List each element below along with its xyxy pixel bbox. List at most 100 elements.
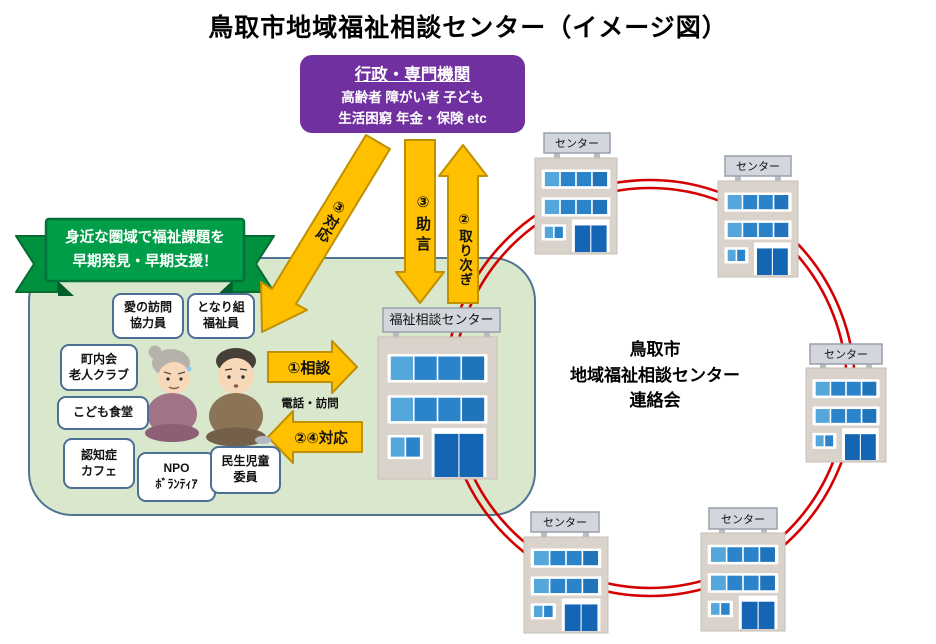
center-sign xyxy=(708,507,778,530)
window-pane xyxy=(727,575,743,591)
arrow-advice-down xyxy=(395,139,445,304)
window-pane xyxy=(592,172,608,187)
window-pane xyxy=(815,435,824,447)
center-sign-label: センター xyxy=(736,160,780,173)
window-pane xyxy=(544,226,554,239)
window-pane xyxy=(737,249,746,262)
government-box-title: 行政・専門機関 xyxy=(354,66,471,84)
arrow-label-consult: ①相談 xyxy=(287,360,331,377)
window-pane xyxy=(462,356,485,380)
window-pane xyxy=(583,578,598,594)
window-pane xyxy=(862,381,877,396)
center-sign xyxy=(724,155,792,177)
window-pane xyxy=(774,195,789,210)
window-pane xyxy=(566,551,582,566)
elderly-couple-illustration xyxy=(145,345,271,447)
window-pane xyxy=(462,397,485,422)
main-center-sign-label: 福祉相談センター xyxy=(389,312,494,327)
window-pane xyxy=(743,547,759,562)
community-group-box: となり組 福祉員 xyxy=(187,293,255,339)
center-building: センター xyxy=(700,507,786,632)
window-pane xyxy=(560,199,576,215)
center-sign-label: センター xyxy=(824,348,868,361)
window-pane xyxy=(390,356,413,380)
community-group-box: 認知症 カフェ xyxy=(63,438,135,489)
arrow-consult-right xyxy=(267,340,358,394)
arrow-label-respond-back: ②④対応 xyxy=(294,431,348,447)
page-title: 鳥取市地域福祉相談センター（イメージ図） xyxy=(208,14,728,42)
window-pane xyxy=(743,195,758,210)
window-pane xyxy=(831,409,846,423)
window-pane xyxy=(560,172,576,187)
arrow-referral-up xyxy=(438,144,488,304)
window-pane xyxy=(576,199,592,215)
ribbon-line1: 身近な圏域で福祉課題を xyxy=(65,230,225,246)
government-box-line1: 高齢者 障がい者 子ども xyxy=(341,90,484,105)
window-pane xyxy=(554,226,563,239)
window-pane xyxy=(550,578,566,594)
window-pane xyxy=(438,356,461,380)
window-pane xyxy=(534,551,549,566)
center-sign-label: センター xyxy=(721,513,765,526)
ribbon-fold-right xyxy=(216,281,232,296)
window-pane xyxy=(711,575,726,591)
window-pane xyxy=(592,199,608,215)
window-pane xyxy=(534,605,543,618)
center-building: センター xyxy=(717,155,799,278)
window-pane xyxy=(566,578,582,594)
government-box-line2: 生活困窮 年金・保険 etc xyxy=(338,111,487,126)
window-pane xyxy=(544,199,560,215)
window-pane xyxy=(825,435,834,447)
window-pane xyxy=(846,409,861,423)
main-center-building xyxy=(377,307,501,480)
window-pane xyxy=(583,551,598,566)
community-group-box: 民生児童 委員 xyxy=(210,446,281,494)
window-pane xyxy=(815,409,830,423)
window-pane xyxy=(534,578,549,594)
window-pane xyxy=(727,547,743,562)
window-pane xyxy=(406,437,420,457)
window-pane xyxy=(831,381,846,396)
window-pane xyxy=(544,605,553,618)
center-sign xyxy=(382,307,501,333)
window-pane xyxy=(390,437,405,457)
center-sign xyxy=(530,511,600,533)
center-building: センター xyxy=(805,343,887,463)
window-pane xyxy=(758,195,773,210)
community-group-box: NPO ﾎﾞﾗﾝﾃｨｱ xyxy=(137,452,216,502)
community-group-box: 町内会 老人クラブ xyxy=(60,344,138,391)
government-box: 行政・専門機関 高齢者 障がい者 子ども 生活困窮 年金・保険 etc xyxy=(300,55,525,133)
window-pane xyxy=(727,249,736,262)
ribbon-line2: 早期発見・早期支援！ xyxy=(72,253,218,270)
flow-arrows xyxy=(260,134,488,464)
phone-visit-label: 電話・訪問 xyxy=(281,398,339,410)
arrow-label-referral: ②取り次ぎ xyxy=(457,211,472,287)
window-pane xyxy=(721,603,730,615)
network-council-label: 鳥取市 地域福祉相談センター 連絡会 xyxy=(570,340,740,410)
window-pane xyxy=(438,397,461,422)
window-pane xyxy=(550,551,566,566)
arrow-label-advice: ③助言 xyxy=(414,192,431,256)
window-pane xyxy=(711,603,720,615)
window-pane xyxy=(727,195,742,210)
arrow-respond-left xyxy=(267,410,363,464)
window-pane xyxy=(743,222,758,238)
arrow-respond-diagonal xyxy=(260,134,391,333)
center-sign xyxy=(543,132,611,154)
center-building: センター xyxy=(534,132,618,255)
window-pane xyxy=(743,575,759,591)
ribbon-band xyxy=(44,217,246,283)
window-pane xyxy=(760,575,775,591)
window-pane xyxy=(774,222,789,238)
center-sign-label: センター xyxy=(543,516,587,529)
window-pane xyxy=(862,409,877,423)
window-pane xyxy=(414,356,437,380)
window-pane xyxy=(711,547,726,562)
center-sign xyxy=(809,343,883,365)
window-pane xyxy=(760,547,775,562)
ribbon-fold-left xyxy=(58,281,74,296)
window-pane xyxy=(390,397,413,422)
